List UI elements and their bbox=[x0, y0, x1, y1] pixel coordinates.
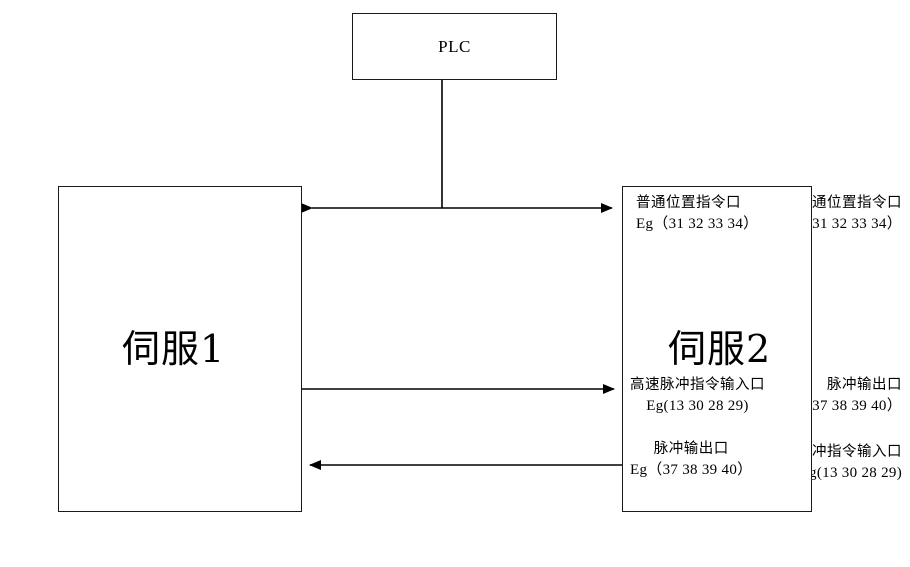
servo2-pulse-output-port-code: Eg（37 38 39 40） bbox=[630, 461, 753, 478]
servo2-box[interactable] bbox=[622, 186, 812, 512]
servo2-high-speed-pulse-input-port-label: 高速脉冲指令输入口 bbox=[630, 377, 765, 393]
servo2-high-speed-pulse-input-port-code: Eg(13 30 28 29) bbox=[646, 397, 749, 414]
plc-label: PLC bbox=[438, 36, 471, 56]
servo2-name: 伺服2 bbox=[668, 327, 772, 371]
servo2-position-command-port-code: Eg（31 32 33 34） bbox=[636, 215, 759, 232]
servo2-position-command-port-label: 普通位置指令口 bbox=[636, 195, 741, 211]
servo2-position-command-port: 普通位置指令口 Eg（31 32 33 34） bbox=[636, 194, 758, 234]
servo1-high-speed-pulse-input-port-code: Eg(13 30 28 29) bbox=[799, 464, 902, 481]
plc-box[interactable]: PLC bbox=[352, 13, 557, 80]
servo1-box[interactable] bbox=[58, 186, 302, 512]
servo1-position-command-port-label: 普通位置指令口 bbox=[797, 195, 902, 211]
servo1-name: 伺服1 bbox=[122, 327, 226, 371]
servo2-high-speed-pulse-input-port: 高速脉冲指令输入口 Eg(13 30 28 29) bbox=[630, 376, 765, 416]
servo2-pulse-output-port-label: 脉冲输出口 bbox=[653, 441, 729, 457]
servo1-pulse-output-port-label: 脉冲输出口 bbox=[827, 377, 902, 393]
servo2-pulse-output-port: 脉冲输出口 Eg（37 38 39 40） bbox=[630, 440, 752, 480]
